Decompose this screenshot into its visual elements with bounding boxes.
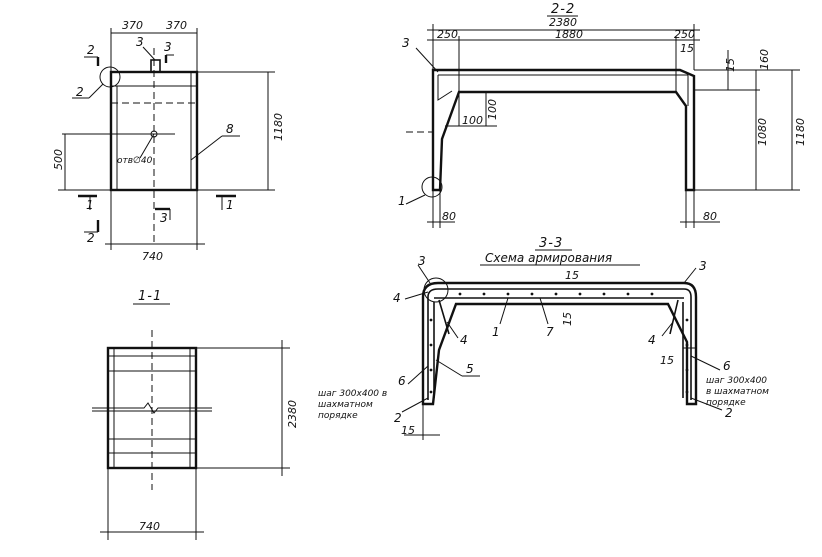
note-right-line-1: шаг 300х400 <box>706 376 767 386</box>
dim-1880: 1880 <box>555 28 583 41</box>
mark-3-leader <box>142 46 156 61</box>
section-1-1-title: 1-1 <box>138 289 162 304</box>
dim-80-right: 80 <box>703 210 717 223</box>
dim-740-11: 740 <box>139 520 160 533</box>
section-3-3-title: 3-3 <box>539 236 563 251</box>
mark-3-22: 3 <box>402 36 410 50</box>
mark-3-elevation: 3 <box>136 35 144 49</box>
section-1-1-view: 1-1 2380 740 <box>92 289 299 540</box>
mark-1-22-leader <box>405 194 426 205</box>
mark-6-left-leader <box>407 365 429 385</box>
mark-7-leader <box>539 297 549 325</box>
mark-1-22: 1 <box>398 194 406 208</box>
mark-4-a: 4 <box>393 291 401 305</box>
dim-15-33-bottom: 15 <box>401 424 415 437</box>
section-1-label-right: 1 <box>226 198 234 212</box>
mark-8-leader <box>190 135 223 161</box>
dim-15-top: 15 <box>680 42 694 55</box>
dim-250-left: 250 <box>437 28 458 41</box>
note-left-line-2: шахматном <box>318 400 373 410</box>
dim-500: 500 <box>52 149 65 170</box>
section-2-2-outline <box>431 68 696 192</box>
detail-circle-33 <box>423 277 449 303</box>
section-3-3-subtitle: Схема армирования <box>485 251 612 265</box>
section-3-label-bottom: 3 <box>160 211 168 225</box>
section-2-label-top: 2 <box>87 43 95 57</box>
note-left-line-1: шаг 300х400 в <box>318 389 387 399</box>
rebar-dots <box>429 292 689 394</box>
section-2-label-bottom: 2 <box>87 231 95 245</box>
note-right-line-2: в шахматном <box>706 387 769 397</box>
section-1-1-break-line <box>92 402 212 414</box>
detail-circle-22 <box>421 176 443 198</box>
dim-2380: 2380 <box>549 16 577 29</box>
dim-740-elevation: 740 <box>142 250 163 263</box>
dim-370-right: 370 <box>166 19 187 32</box>
mark-2-right-leader <box>690 397 723 411</box>
note-left-line-3: порядке <box>318 411 358 421</box>
mark-6-right: 6 <box>723 359 731 373</box>
section-1-label-left: 1 <box>86 198 94 212</box>
mark-6-right-leader <box>690 355 721 371</box>
mark-5-leader <box>435 359 463 377</box>
elevation-view: 370 370 1180 500 740 отв∅40 8 3 2 2 <box>52 19 285 263</box>
section-3-3-outline <box>421 281 698 406</box>
dim-15-33-top: 15 <box>565 269 579 282</box>
dim-160: 160 <box>758 49 771 70</box>
mark-6-left: 6 <box>398 374 406 388</box>
section-2-2-view: 2-2 2380 250 1880 250 15 15 160 1080 118… <box>398 2 807 228</box>
dim-370-left: 370 <box>122 19 143 32</box>
hole-marker <box>150 130 158 138</box>
mark-2-leader <box>88 83 104 99</box>
section-2-2-title: 2-2 <box>551 2 575 17</box>
dim-250-right: 250 <box>674 28 695 41</box>
mark-4-c: 4 <box>648 333 656 347</box>
mark-2-left-leader <box>401 397 429 413</box>
mark-4-b-leader <box>446 321 459 339</box>
mark-3-right-leader <box>683 267 697 284</box>
hole-label: отв∅40 <box>117 156 153 166</box>
note-right-line-3: порядке <box>706 398 746 408</box>
mark-4-a-leader <box>404 291 429 300</box>
lifting-loop <box>150 59 161 73</box>
mark-3-22-leader <box>415 47 439 73</box>
detail-circle <box>99 66 121 88</box>
dim-1080: 1080 <box>756 118 769 146</box>
mark-1-33: 1 <box>492 325 500 339</box>
mark-8: 8 <box>226 122 234 136</box>
rebar-haunch-right <box>669 299 679 335</box>
mark-3-33-right: 3 <box>699 259 707 273</box>
mark-1-33-leader <box>499 297 509 325</box>
section-3-label-top: 3 <box>164 40 172 54</box>
rebar-haunch-left <box>438 299 450 335</box>
dim-100-vertical: 100 <box>486 99 499 120</box>
dim-100-horizontal: 100 <box>462 114 483 127</box>
mark-3-33-left: 3 <box>418 254 426 268</box>
mark-3-left-leader <box>417 264 431 284</box>
mark-7: 7 <box>546 325 554 339</box>
mark-2-right: 2 <box>725 406 733 420</box>
hole-leader <box>139 133 155 159</box>
dim-2380-11: 2380 <box>286 400 299 428</box>
rebar-outer <box>427 288 692 400</box>
dim-15-33-mid: 15 <box>561 312 574 326</box>
mark-4-c-leader <box>661 321 674 337</box>
dim-15-right: 15 <box>724 58 737 72</box>
mark-2-elevation: 2 <box>76 85 84 99</box>
section-3-3-view: 3-3 Схема армирования 3 3 4 4 4 <box>318 236 769 440</box>
dim-1180-22: 1180 <box>794 118 807 146</box>
mark-4-b: 4 <box>460 333 468 347</box>
mark-5: 5 <box>466 362 474 376</box>
dim-1180: 1180 <box>272 113 285 141</box>
dim-80-left: 80 <box>442 210 456 223</box>
mark-2-left: 2 <box>394 411 402 425</box>
section-2-2-inner-left <box>437 75 453 101</box>
dim-15-33-right: 15 <box>660 354 674 367</box>
